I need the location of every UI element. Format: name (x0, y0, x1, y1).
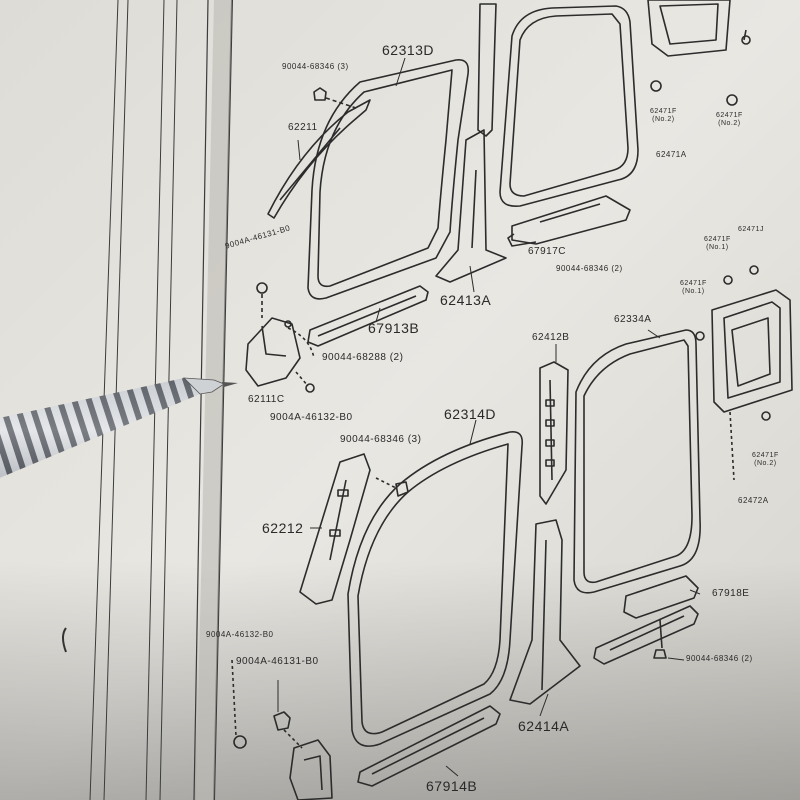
trim-62111C (245, 317, 301, 387)
label-62471F-e-note: (No.2) (754, 460, 777, 467)
pencil-mark (62, 627, 67, 653)
label-90044-68346-3-top: 90044-68346 (3) (282, 62, 349, 71)
ballpoint-pen (0, 377, 238, 478)
label-62412B: 62412B (532, 332, 570, 343)
label-9004A-46131-B0-low: 9004A-46131-B0 (236, 656, 319, 667)
label-62413A: 62413A (440, 292, 492, 308)
label-62111C: 62111C (248, 394, 285, 405)
label-90044-68346-2-mid: 90044-68346 (2) (556, 264, 623, 273)
label-67914B: 67914B (426, 778, 478, 794)
label-62471F-c-note: (No.1) (706, 244, 729, 251)
panel-62472A (711, 289, 793, 413)
label-90044-68346-2-low: 90044-68346 (2) (686, 654, 753, 663)
weatherstrip-62334A (573, 329, 701, 594)
label-62471J: 62471J (738, 226, 764, 233)
label-62471F-b: 62471F (No.2) (716, 112, 743, 128)
pillar-62413A (477, 3, 497, 137)
label-90044-68346-3-mid: 90044-68346 (3) (340, 434, 422, 445)
weatherstrip-62314D (347, 430, 524, 747)
trim-62414A (509, 519, 581, 705)
page-crease-shadow (196, 0, 232, 800)
line-art (231, 0, 793, 800)
label-67913B: 67913B (368, 320, 420, 336)
label-62471F-d-note: (No.1) (682, 288, 705, 295)
quarter-trim-top (647, 0, 731, 57)
bracket-lower (289, 739, 333, 800)
label-9004A-46132-B0-mid: 9004A-46132-B0 (270, 412, 353, 423)
leader-lines (277, 57, 701, 777)
page-bottom-shadow (0, 560, 800, 800)
label-62471F-a-note: (No.2) (652, 116, 675, 123)
label-62471F-a-code: 62471F (650, 108, 677, 115)
label-62211: 62211 (288, 122, 318, 133)
label-62212: 62212 (262, 520, 304, 536)
label-62471F-c: 62471F (No.1) (704, 236, 731, 252)
weatherstrip-62313D (307, 58, 470, 300)
pillar-62413A-lower (435, 129, 507, 283)
garnish-62212 (299, 453, 371, 605)
label-62471F-e-code: 62471F (752, 452, 779, 459)
label-67917C: 67917C (528, 246, 567, 257)
label-90044-68288-2: 90044-68288 (2) (322, 352, 404, 363)
label-62313D: 62313D (382, 42, 435, 58)
label-62471F-c-code: 62471F (704, 236, 731, 243)
rear-weatherstrip-upper (499, 5, 639, 208)
label-62471F-b-note: (No.2) (718, 120, 741, 127)
label-62471A: 62471A (656, 150, 687, 159)
scuff-67913B (307, 285, 429, 347)
scuff-67917C (511, 195, 631, 245)
label-62471F-e: 62471F (No.2) (752, 452, 779, 468)
label-62471F-d-code: 62471F (680, 280, 707, 287)
label-62471F-d: 62471F (No.1) (680, 280, 707, 296)
label-62334A: 62334A (614, 314, 652, 325)
label-62472A: 62472A (738, 496, 769, 505)
scuff-67918E (623, 575, 699, 619)
scuff-67914B (357, 705, 501, 787)
label-67918E: 67918E (712, 588, 750, 599)
label-62471F-b-code: 62471F (716, 112, 743, 119)
label-62414A: 62414A (518, 718, 570, 734)
label-9004A-46132-B0-low: 9004A-46132-B0 (206, 630, 274, 639)
label-62314D: 62314D (444, 406, 497, 422)
garnish-62211 (267, 99, 371, 219)
label-62471F-a: 62471F (No.2) (650, 108, 677, 124)
pillar-62412B (539, 361, 569, 505)
